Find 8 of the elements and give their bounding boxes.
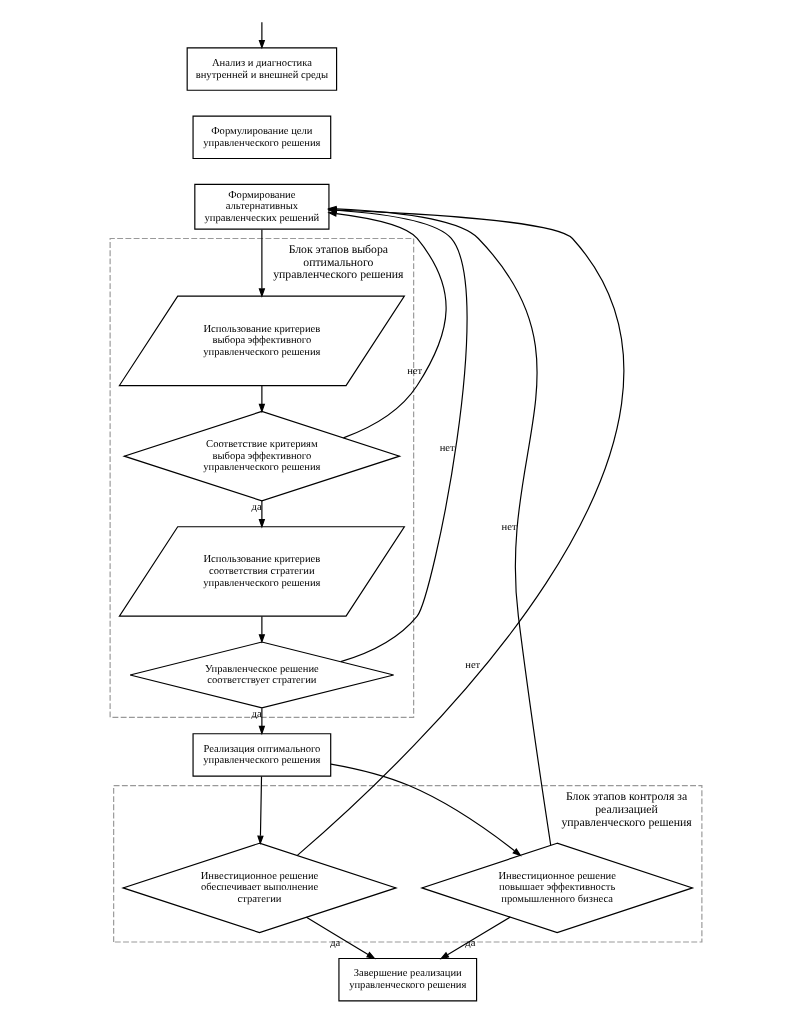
- arrow: [258, 21, 266, 50]
- arrow: [258, 500, 266, 529]
- arrow: [330, 763, 522, 857]
- arrow: [257, 775, 264, 846]
- arrow: [258, 385, 266, 414]
- arrow: [258, 707, 266, 736]
- arrow: [258, 229, 266, 298]
- arrow: [258, 615, 266, 644]
